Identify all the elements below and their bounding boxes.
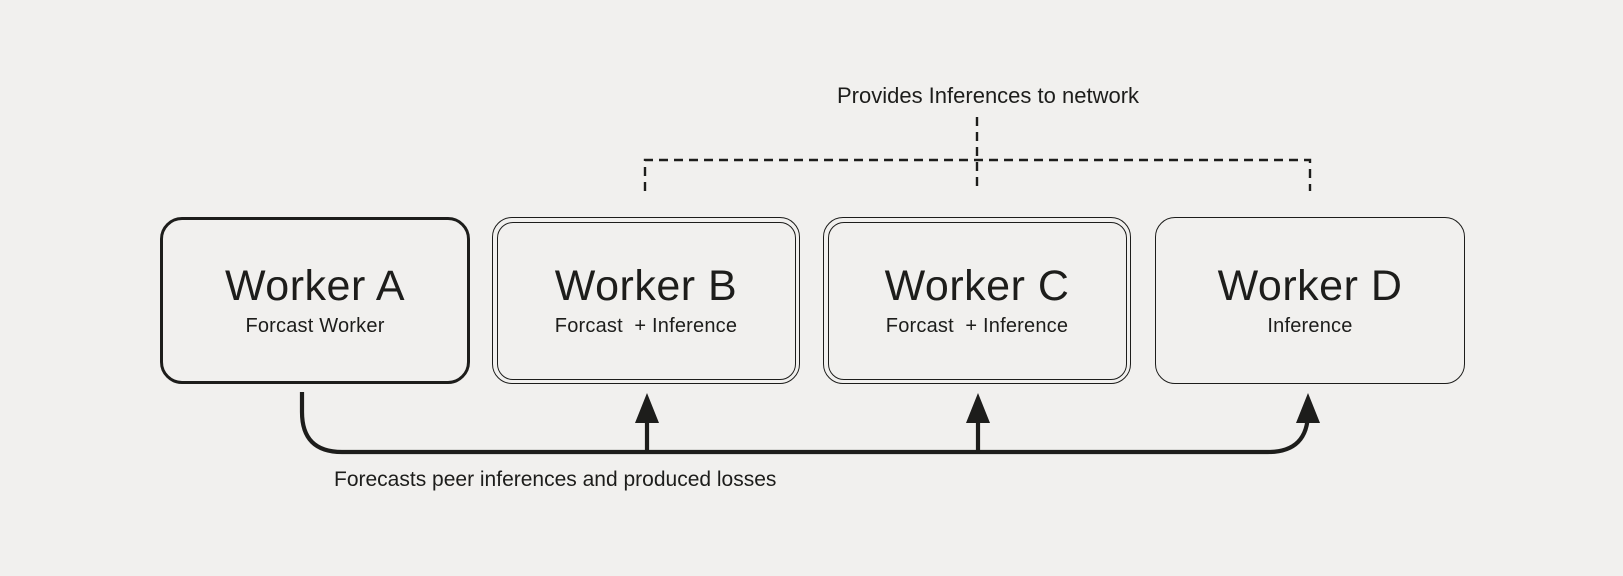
worker-c-box: Worker C Forcast + Inference: [823, 217, 1131, 384]
worker-a-title: Worker A: [224, 261, 406, 310]
arrow-head-worker-c: [966, 393, 990, 423]
arrow-head-worker-d: [1296, 393, 1320, 423]
worker-d-box: Worker D Inference: [1155, 217, 1465, 384]
worker-d-title: Worker D: [1217, 261, 1403, 310]
arrow-head-worker-b: [635, 393, 659, 423]
worker-c-title: Worker C: [884, 261, 1070, 310]
worker-b-box: Worker B Forcast + Inference: [492, 217, 800, 384]
forecast-feedback-connector: [299, 392, 1320, 455]
worker-b-subtitle: Forcast + Inference: [554, 315, 738, 338]
worker-d-subtitle: Inference: [1267, 315, 1353, 338]
worker-a-subtitle: Forcast Worker: [245, 315, 385, 338]
bottom-annotation-label: Forecasts peer inferences and produced l…: [334, 468, 777, 491]
worker-c-subtitle: Forcast + Inference: [885, 315, 1069, 338]
worker-b-title: Worker B: [554, 261, 738, 310]
worker-a-box: Worker A Forcast Worker: [160, 217, 470, 384]
provides-inferences-connector: [643, 117, 1312, 191]
top-annotation-label: Provides Inferences to network: [836, 83, 1140, 108]
